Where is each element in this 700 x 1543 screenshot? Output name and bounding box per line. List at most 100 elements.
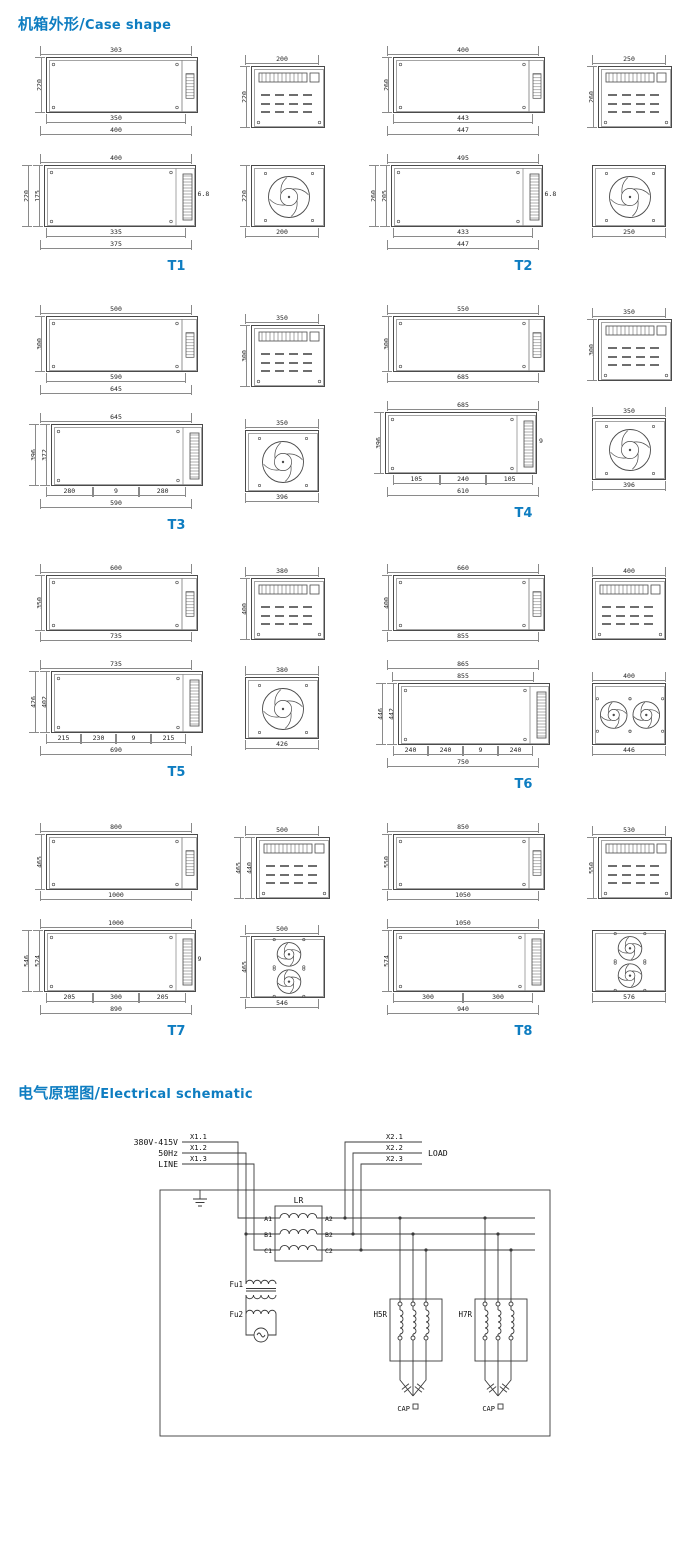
- dimension-label: 890: [110, 1004, 122, 1013]
- dimension-label: 300: [382, 338, 390, 350]
- connector-icon: [54, 427, 202, 485]
- dimension-segment: 600: [40, 564, 192, 574]
- dimension-label: 9: [478, 745, 483, 754]
- load-label: LOAD: [428, 1148, 448, 1158]
- dimension-label: 220: [240, 190, 248, 202]
- dimension-label: 396: [623, 480, 635, 489]
- dimension: 1000: [40, 891, 192, 901]
- dimension: 9: [539, 437, 552, 450]
- h7r-label: H7R: [458, 1310, 472, 1319]
- terminal-vents-icon: [253, 69, 324, 127]
- dimension-label: 300: [587, 344, 595, 356]
- dimension: 300: [34, 316, 45, 372]
- dimension-segment: 105: [486, 475, 534, 485]
- case-outline: [245, 430, 319, 492]
- fan-icon: [253, 938, 324, 998]
- dimension-label: 690: [110, 745, 122, 754]
- dimension: 200: [245, 55, 319, 65]
- model-label: T8: [514, 1024, 533, 1039]
- input-frequency-label: 50Hz: [158, 1148, 178, 1158]
- dimension-label: 380: [276, 665, 288, 674]
- dimension-label: 250: [623, 54, 635, 63]
- dimension-label: 260: [382, 79, 390, 91]
- case-outline: [597, 66, 672, 128]
- model-label: T1: [167, 259, 186, 274]
- dimension: 372: [40, 424, 50, 486]
- dimension-label: 300: [110, 992, 122, 1001]
- terminal-x13-label: X1.3: [190, 1155, 207, 1163]
- dimension: 447: [387, 240, 539, 250]
- dimension-label: 350: [35, 597, 43, 609]
- dimension: 396: [29, 424, 39, 486]
- case-outline: [250, 325, 325, 387]
- dimension-label: 215: [57, 733, 70, 742]
- dimension: 350: [245, 314, 319, 324]
- model-label: T7: [167, 1024, 186, 1039]
- lr-b2-label: B2: [325, 1231, 333, 1239]
- dimension-segment: 610: [387, 487, 539, 497]
- dimension-segment: 890: [40, 1005, 192, 1015]
- dimension-label: 685: [457, 400, 469, 409]
- connector-icon: [46, 168, 195, 226]
- dimension: 574: [381, 930, 392, 992]
- dimension-label: 550: [457, 304, 469, 313]
- dimension: 1000: [40, 919, 192, 929]
- dimension-segment: 250: [592, 228, 666, 238]
- dimension-label: 465: [234, 862, 243, 874]
- dimension: 396: [245, 493, 319, 503]
- dimension-segment: 205: [139, 993, 187, 1003]
- dimension: 443: [393, 114, 533, 124]
- dimension-label: 220: [240, 91, 248, 103]
- case-outline: [51, 424, 203, 486]
- dimension-label: 546: [22, 955, 30, 967]
- dimension-label: 400: [623, 671, 635, 680]
- dimension-label: 645: [110, 384, 122, 393]
- dimension-segment: 300: [463, 993, 533, 1003]
- dimension: 400: [40, 154, 192, 164]
- dimension-label: 465: [240, 961, 248, 973]
- dimension-segment: 240: [439, 474, 487, 485]
- dimension: 400: [387, 46, 539, 56]
- dimension-label: 426: [276, 739, 288, 748]
- dimension: 220: [239, 66, 250, 128]
- dimension: 850: [387, 823, 539, 833]
- ground-symbol: [193, 1190, 207, 1207]
- fu1-label: Fu1: [229, 1280, 243, 1289]
- dimension-segment: 443: [393, 114, 533, 124]
- case-outline: [398, 683, 550, 745]
- case-outline: [43, 930, 196, 992]
- dimension-segment: 855: [392, 672, 534, 682]
- dimension: 855: [387, 632, 539, 642]
- case-outline: [592, 683, 666, 745]
- dimension: 440: [245, 837, 255, 899]
- dimension-label: 645: [110, 412, 122, 421]
- dimension-label: 442: [387, 708, 396, 720]
- dimension-segment: 380: [245, 567, 319, 577]
- dimension-segment: 240: [393, 746, 428, 756]
- terminal-vents-icon: [600, 69, 671, 127]
- case-detail-icon: [395, 837, 544, 889]
- dimension-label: 215: [162, 733, 175, 742]
- dimension: 550: [586, 837, 597, 899]
- case-detail-icon: [395, 578, 544, 630]
- dimension-label: 500: [276, 825, 288, 834]
- dimension: 735: [40, 632, 192, 642]
- dimension-label: 865: [457, 659, 469, 668]
- cap2-label: CAP: [482, 1405, 495, 1413]
- dimension-label: 350: [110, 113, 122, 122]
- terminal-vents-icon: [600, 322, 671, 380]
- dimension: 465: [234, 837, 244, 899]
- dimension-segment: 750: [387, 758, 539, 768]
- dimension-label: 500: [276, 924, 288, 933]
- dimension: 600: [40, 564, 192, 574]
- case-outline: [597, 319, 672, 381]
- dimension-segment: 205: [46, 993, 93, 1003]
- dimension-label: 300: [492, 992, 504, 1001]
- dimension-label: 240: [457, 474, 469, 483]
